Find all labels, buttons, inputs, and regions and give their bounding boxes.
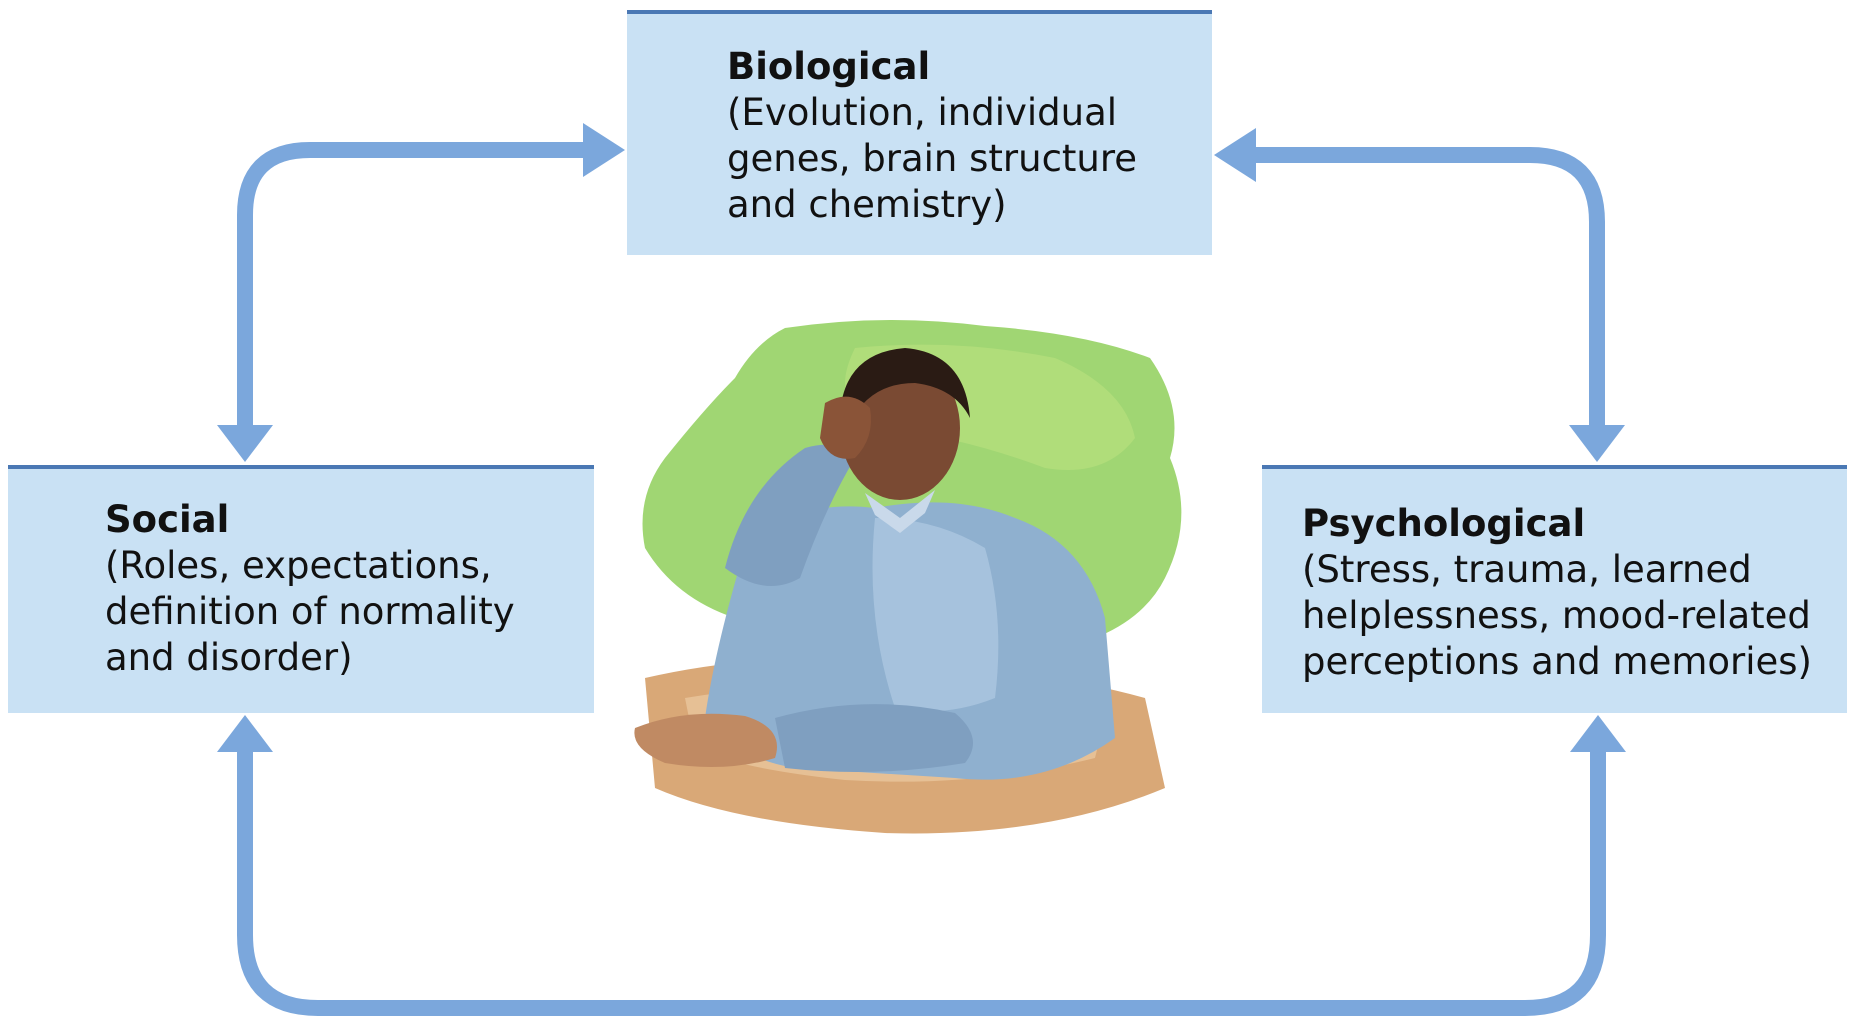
arrowhead-to-social-bottom [217,715,273,752]
social-box: Social (Roles, expectations, definition … [8,465,594,713]
social-title: Social [105,498,230,541]
arrow-social-biological [237,142,592,440]
right-hand [820,396,871,459]
biological-box: Biological (Evolution, individual genes,… [627,10,1212,255]
left-hand [634,713,777,767]
arrowhead-to-psychological-top [1569,425,1625,462]
biological-title: Biological [727,45,931,88]
arrow-biological-psychological [1246,147,1605,438]
arrowhead-to-biological-left [583,123,625,177]
arrowhead-to-psychological-bottom [1570,715,1626,752]
raised-arm [725,444,855,586]
psychological-box: Psychological (Stress, trauma, learned h… [1262,465,1847,713]
psychological-title: Psychological [1302,502,1586,545]
biological-description: (Evolution, individual genes, brain stru… [727,91,1138,226]
arrowhead-to-biological-right [1214,128,1256,182]
psychological-description: (Stress, trauma, learned helplessness, m… [1302,548,1812,683]
forearm [775,704,973,772]
arrow-social-psychological [237,738,1606,1016]
man-sitting-at-table-illustration [634,319,1182,834]
arrowhead-to-social-top [217,425,273,462]
social-description: (Roles, expectations, definition of norm… [105,544,515,679]
hair [840,348,970,423]
